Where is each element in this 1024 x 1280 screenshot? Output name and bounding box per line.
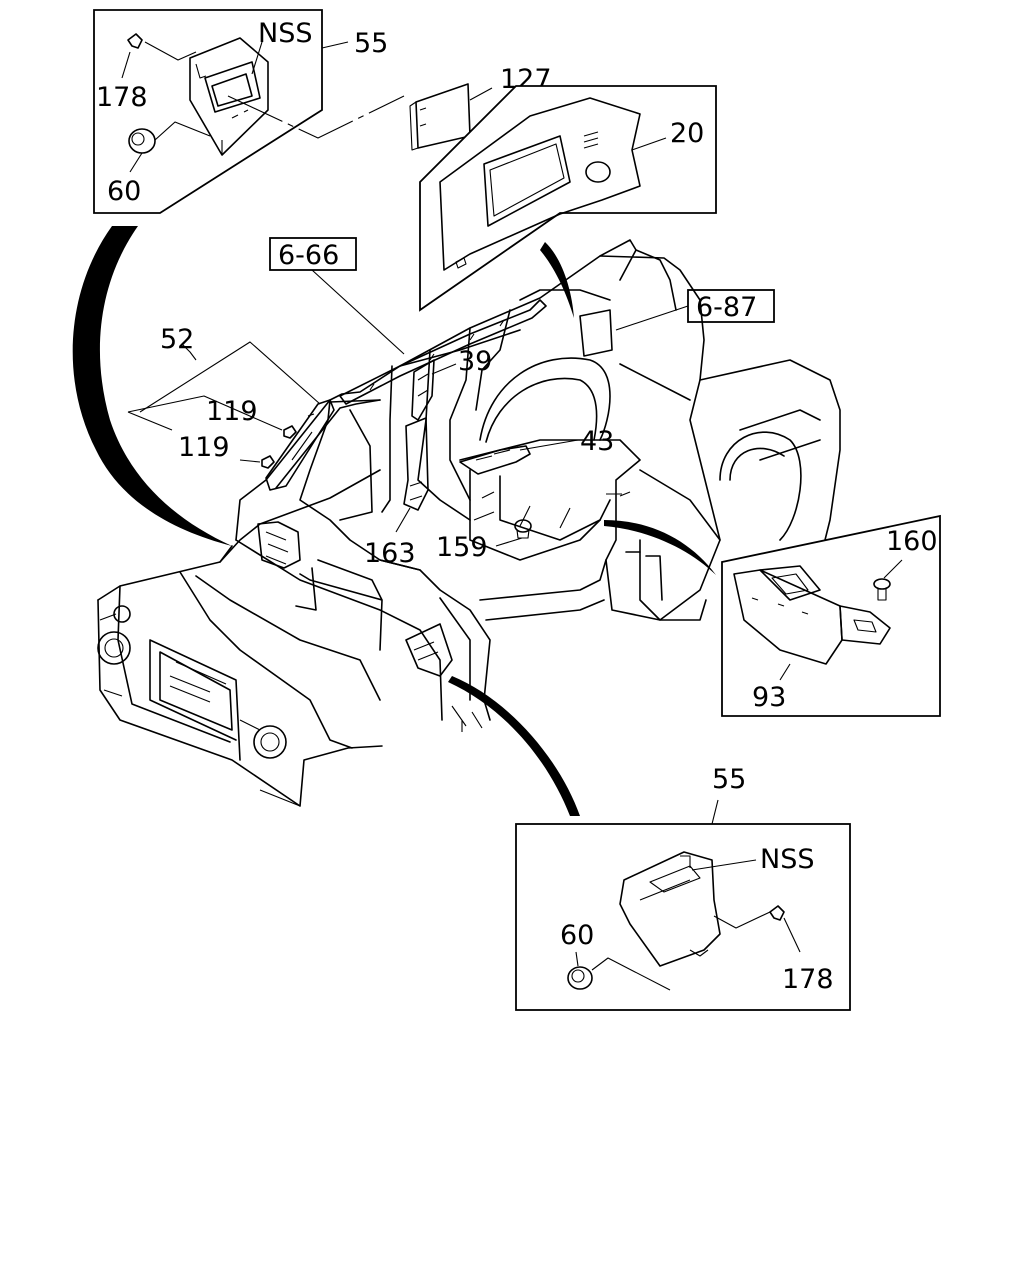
label-43: 43	[580, 426, 614, 457]
inset-bottom-frame	[515, 823, 851, 1011]
pillar-trim-39: 39	[411, 346, 492, 421]
leader-60-top	[154, 121, 211, 141]
leader-119-a	[127, 395, 283, 431]
leader-178-bottom-label	[783, 917, 801, 953]
bracket-panel-top	[189, 37, 269, 156]
callout-arc-bottom	[448, 676, 580, 816]
leader-93	[779, 663, 791, 681]
label-39: 39	[458, 346, 492, 377]
leader-55-top	[321, 41, 349, 49]
clip-178-bottom-icon	[769, 905, 785, 921]
leader-6-66	[311, 269, 405, 355]
vehicle-body	[97, 239, 841, 807]
pillar-trim-52: 52	[139, 324, 335, 491]
bracket-panel-bottom	[619, 851, 721, 967]
leader-160	[883, 559, 903, 579]
inset-right-frame	[721, 514, 941, 717]
leader-60-bottom	[591, 957, 671, 991]
leader-127	[469, 87, 493, 101]
label-159: 159	[436, 532, 488, 563]
label-93: 93	[752, 682, 786, 713]
label-119-a: 119	[206, 396, 258, 427]
callout-arc-left	[72, 226, 232, 546]
roof-rail-6-66: 6-66	[269, 237, 547, 405]
grommet-159-icon	[514, 519, 532, 533]
leader-39	[431, 363, 457, 375]
inset-top-left-frame	[93, 9, 323, 214]
callout-arc-trim	[540, 242, 574, 318]
tray-93	[733, 565, 891, 665]
label-163: 163	[364, 538, 416, 569]
leader-20	[631, 137, 667, 151]
leader-178-top	[144, 41, 197, 61]
grommet-60-bottom-icon	[567, 966, 593, 990]
label-20: 20	[670, 118, 704, 149]
pillar-trim-163: 163	[364, 417, 429, 569]
leader-119-b	[127, 411, 261, 463]
clip-119-b-icon	[261, 455, 275, 469]
label-60-bottom: 60	[560, 920, 594, 951]
leader-6-87	[615, 305, 689, 331]
label-178-bottom: 178	[782, 964, 834, 995]
label-55-top: 55	[354, 28, 388, 59]
label-178-top: 178	[96, 82, 148, 113]
clip-119: 119 119	[127, 395, 297, 469]
link-line-inset-127	[227, 95, 405, 139]
label-160: 160	[886, 526, 938, 557]
scuff-plate-43: 43	[459, 426, 614, 475]
leader-60-bottom-label	[575, 951, 579, 967]
leader-55-bottom	[711, 799, 719, 825]
screw-160-icon	[873, 578, 891, 601]
leader-178-label	[121, 51, 131, 79]
label-52: 52	[160, 324, 194, 355]
ref-box-6-66	[269, 237, 357, 271]
label-55-bottom: 55	[712, 764, 746, 795]
leader-52	[139, 341, 321, 413]
leader-nss-bottom	[691, 859, 757, 871]
grommet-159: 159	[436, 519, 532, 563]
leader-43	[519, 439, 579, 451]
inset-right-93: 160 93	[721, 514, 941, 717]
leader-60-label	[129, 152, 143, 173]
label-nss-bottom: NSS	[760, 844, 814, 875]
label-nss-top: NSS	[258, 18, 312, 49]
leader-nss-top	[251, 41, 263, 75]
leader-163	[395, 507, 411, 533]
label-119-b: 119	[178, 432, 230, 463]
label-6-66: 6-66	[278, 240, 339, 271]
clip-178-top-icon	[127, 33, 143, 49]
ref-6-87: 6-87	[615, 289, 775, 331]
bracket-55-on-body	[405, 623, 453, 677]
clip-119-a-icon	[283, 425, 297, 439]
label-60-top: 60	[107, 176, 141, 207]
leader-52-up	[181, 343, 197, 361]
inset-bottom-55: 55 NSS 60 178	[515, 764, 851, 1011]
leader-159	[495, 537, 523, 547]
inset-top-left: NSS 55 178 60	[93, 9, 388, 214]
leader-178-bottom	[713, 911, 771, 929]
inset-quarter-trim-20: 20	[419, 85, 717, 312]
label-6-87: 6-87	[696, 292, 757, 323]
